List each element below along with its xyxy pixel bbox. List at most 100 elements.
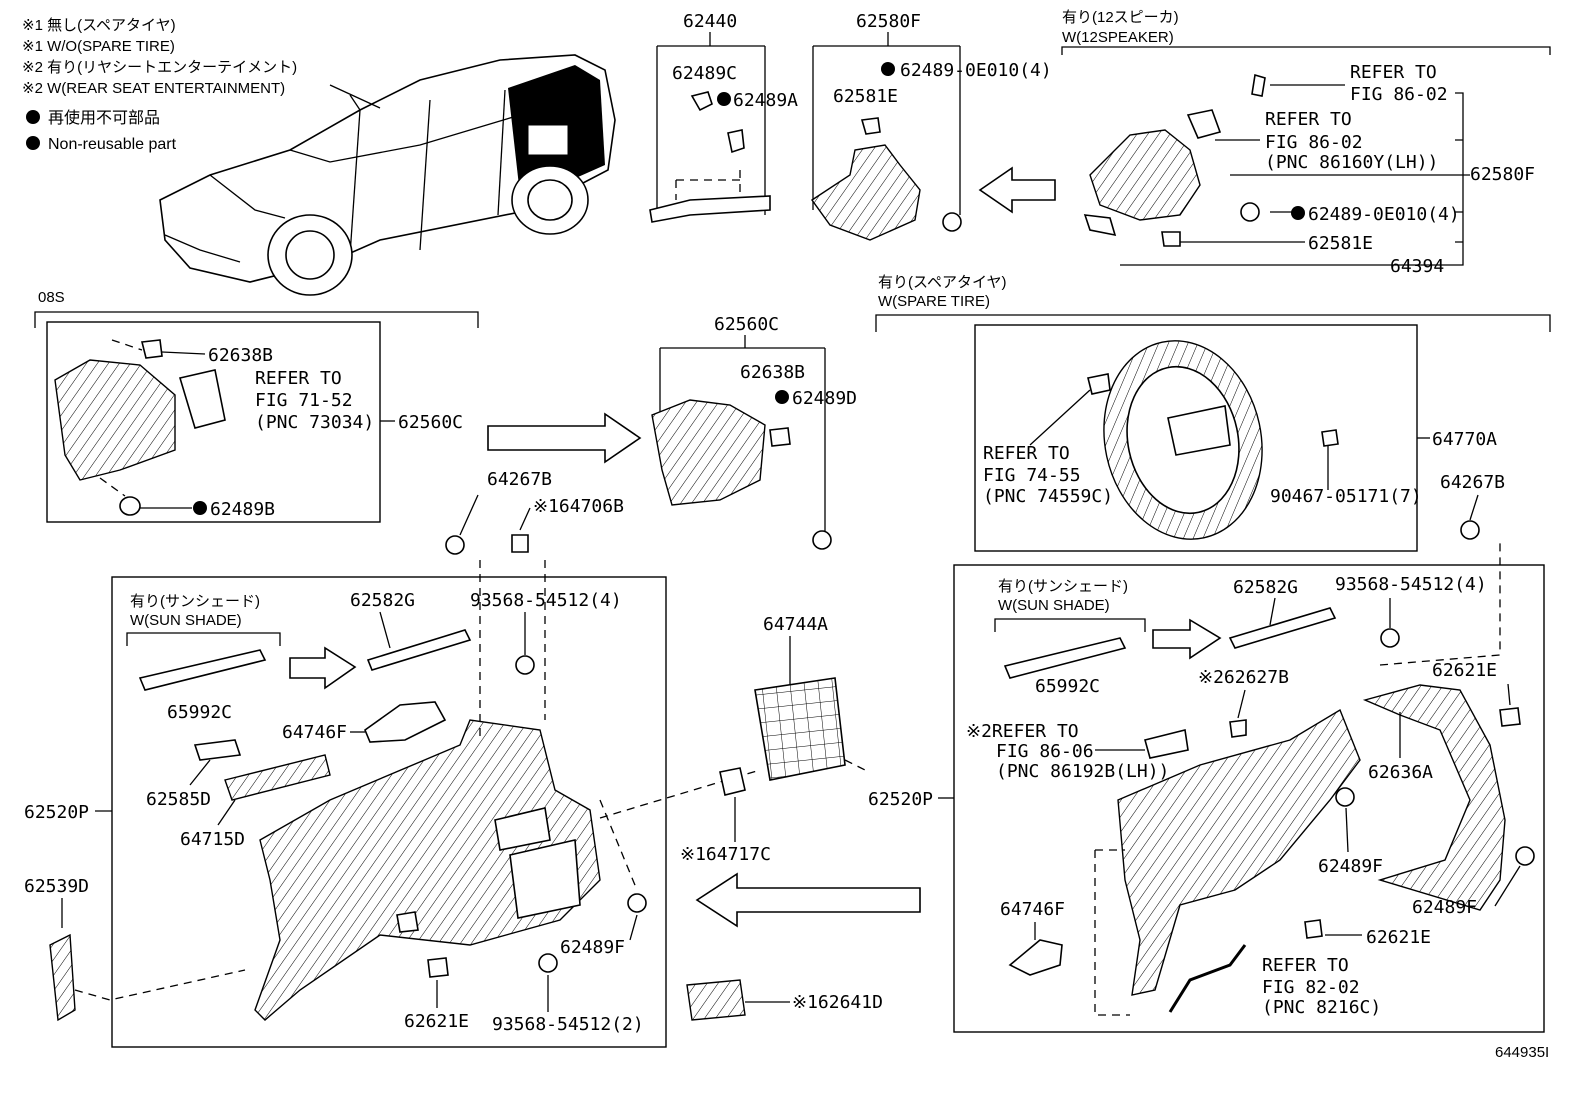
label-62582G-left[interactable]: 62582G (350, 590, 415, 611)
label-64706B[interactable]: ※164706B (533, 496, 624, 517)
cond-08s: 08S (38, 289, 65, 306)
note-1-jp: ※1 無し(スペアタイヤ) (22, 17, 176, 34)
label-62489F-left[interactable]: 62489F (560, 937, 625, 958)
label-64394[interactable]: 64394 (1390, 256, 1444, 277)
group-62580F: 62580F 62489-0E010(4) 62581E (811, 11, 1052, 241)
label-64267B-right[interactable]: 64267B (1440, 472, 1505, 493)
ref-86-02-a1[interactable]: REFER TO (1350, 62, 1437, 83)
ref-82-02-3[interactable]: (PNC 8216C) (1262, 997, 1381, 1018)
label-62585D[interactable]: 62585D (146, 789, 211, 810)
ref-74-55-1[interactable]: REFER TO (983, 443, 1070, 464)
label-64770A[interactable]: 64770A (1432, 429, 1497, 450)
label-62621E-r2[interactable]: 62621E (1366, 927, 1431, 948)
label-62560C-left[interactable]: 62560C (398, 412, 463, 433)
label-62581E-a[interactable]: 62581E (833, 86, 898, 107)
label-62621E-left[interactable]: 62621E (404, 1011, 469, 1032)
arrow-right-icon-sunshade-right (1152, 618, 1222, 660)
ref-82-02-2[interactable]: FIG 82-02 (1262, 977, 1360, 998)
vehicle-illustration (159, 54, 616, 296)
cond-sunshade-en-right: W(SUN SHADE) (998, 597, 1110, 614)
label-62520P-right[interactable]: 62520P (868, 789, 933, 810)
cond-sunshade-en-left: W(SUN SHADE) (130, 612, 242, 629)
nonreusable-dot-icon (26, 110, 40, 124)
label-62489-0E010-b[interactable]: 62489-0E010(4) (1308, 204, 1460, 225)
cond-speaker-en: W(12SPEAKER) (1062, 29, 1174, 46)
label-64744A[interactable]: 64744A (763, 614, 828, 635)
label-62489C[interactable]: 62489C (672, 63, 737, 84)
label-62582G-right[interactable]: 62582G (1233, 577, 1298, 598)
ref-71-52-3[interactable]: (PNC 73034) (255, 412, 374, 433)
label-62489D[interactable]: 62489D (792, 388, 857, 409)
label-93568-4-left[interactable]: 93568-54512(4) (470, 590, 622, 611)
nonreusable-jp: 再使用不可部品 (48, 109, 160, 127)
cond-spare-jp: 有り(スペアタイヤ) (878, 274, 1007, 291)
label-62641D[interactable]: ※162641D (792, 992, 883, 1013)
group-12speaker: 有り(12スピーカ) W(12SPEAKER) REFER TO FIG 86-… (1061, 9, 1551, 277)
ref-86-02-b2[interactable]: FIG 86-02 (1265, 132, 1363, 153)
cond-speaker-jp: 有り(12スピーカ) (1062, 9, 1179, 26)
ref-86-06-3[interactable]: (PNC 86192B(LH)) (996, 761, 1169, 782)
note-1-en: ※1 W/O(SPARE TIRE) (22, 38, 175, 55)
label-64717C[interactable]: ※164717C (680, 844, 771, 865)
group-62641D: ※162641D (686, 979, 883, 1021)
group-64717C: ※164717C (680, 767, 771, 865)
label-62489A[interactable]: 62489A (733, 90, 798, 111)
label-62621E-r1[interactable]: 62621E (1432, 660, 1497, 681)
label-62489F-r2[interactable]: 62489F (1412, 897, 1477, 918)
ref-74-55-3[interactable]: (PNC 74559C) (983, 486, 1113, 507)
group-62560C: 62560C 62638B 62489D (651, 314, 857, 550)
ref-86-06-2[interactable]: FIG 86-06 (996, 741, 1094, 762)
arrow-left-icon-top (978, 166, 1056, 214)
diagram-id: 644935I (1495, 1044, 1549, 1061)
label-93568-4-right[interactable]: 93568-54512(4) (1335, 574, 1487, 595)
nonreusable-en: Non-reusable part (48, 136, 177, 153)
ref-71-52-2[interactable]: FIG 71-52 (255, 390, 353, 411)
label-62638B-a[interactable]: 62638B (208, 345, 273, 366)
label-62638B-b[interactable]: 62638B (740, 362, 805, 383)
label-62581E-b[interactable]: 62581E (1308, 233, 1373, 254)
arrow-right-icon-mid (487, 412, 642, 464)
label-62440[interactable]: 62440 (683, 11, 737, 32)
label-65992C-left[interactable]: 65992C (167, 702, 232, 723)
arrow-left-icon-bottom (695, 872, 921, 928)
label-62539D[interactable]: 62539D (24, 876, 89, 897)
label-90467-05171[interactable]: 90467-05171(7) (1270, 486, 1422, 507)
ref-86-02-a2[interactable]: FIG 86-02 (1350, 84, 1448, 105)
note-2-en: ※2 W(REAR SEAT ENTERTAINMENT) (22, 80, 285, 97)
ref-82-02-1[interactable]: REFER TO (1262, 955, 1349, 976)
ref-74-55-2[interactable]: FIG 74-55 (983, 465, 1081, 486)
label-64715D[interactable]: 64715D (180, 829, 245, 850)
arrow-right-icon-sunshade-left (289, 646, 357, 690)
ref-86-06-1[interactable]: ※2REFER TO (966, 721, 1079, 742)
label-64267B-left[interactable]: 64267B (487, 469, 552, 490)
label-62520P-left[interactable]: 62520P (24, 802, 89, 823)
label-62489-0E010-a[interactable]: 62489-0E010(4) (900, 60, 1052, 81)
group-64744A: 64744A (599, 614, 866, 819)
nonreusable-dot-icon-2 (26, 136, 40, 150)
label-64746F-left[interactable]: 64746F (282, 722, 347, 743)
group-62440: 62440 62489C 62489A (649, 11, 798, 223)
note-2-jp: ※2 有り(リヤシートエンターテイメント) (22, 59, 297, 76)
legend-notes: ※1 無し(スペアタイヤ) ※1 W/O(SPARE TIRE) ※2 有り(リ… (22, 17, 297, 153)
label-62489F-r1[interactable]: 62489F (1318, 856, 1383, 877)
label-62580F-right[interactable]: 62580F (1470, 164, 1535, 185)
label-64746F-right[interactable]: 64746F (1000, 899, 1065, 920)
label-62580F-top[interactable]: 62580F (856, 11, 921, 32)
cond-sunshade-jp-right: 有り(サンシェード) (998, 578, 1128, 595)
cond-spare-en: W(SPARE TIRE) (878, 293, 990, 310)
group-spare-tire: 有り(スペアタイヤ) W(SPARE TIRE) REFER TO FIG 74… (875, 274, 1551, 552)
ref-86-02-b3[interactable]: (PNC 86160Y(LH)) (1265, 152, 1438, 173)
ref-86-02-b1[interactable]: REFER TO (1265, 109, 1352, 130)
label-62636A[interactable]: 62636A (1368, 762, 1433, 783)
label-65992C-right[interactable]: 65992C (1035, 676, 1100, 697)
label-93568-2[interactable]: 93568-54512(2) (492, 1014, 644, 1035)
group-62520P-left: 64267B ※164706B 有り(サンシェード) W(SUN SHADE) … (24, 469, 667, 1048)
group-08s: 08S 62638B REFER TO FIG 71-52 (PNC 73034… (34, 289, 479, 523)
group-62520P-right: 64267B 有り(サンシェード) W(SUN SHADE) 65992C 62… (868, 472, 1545, 1033)
ref-71-52-1[interactable]: REFER TO (255, 368, 342, 389)
label-62560C-top[interactable]: 62560C (714, 314, 779, 335)
label-62489B[interactable]: 62489B (210, 499, 275, 520)
label-62627B[interactable]: ※262627B (1198, 667, 1289, 688)
